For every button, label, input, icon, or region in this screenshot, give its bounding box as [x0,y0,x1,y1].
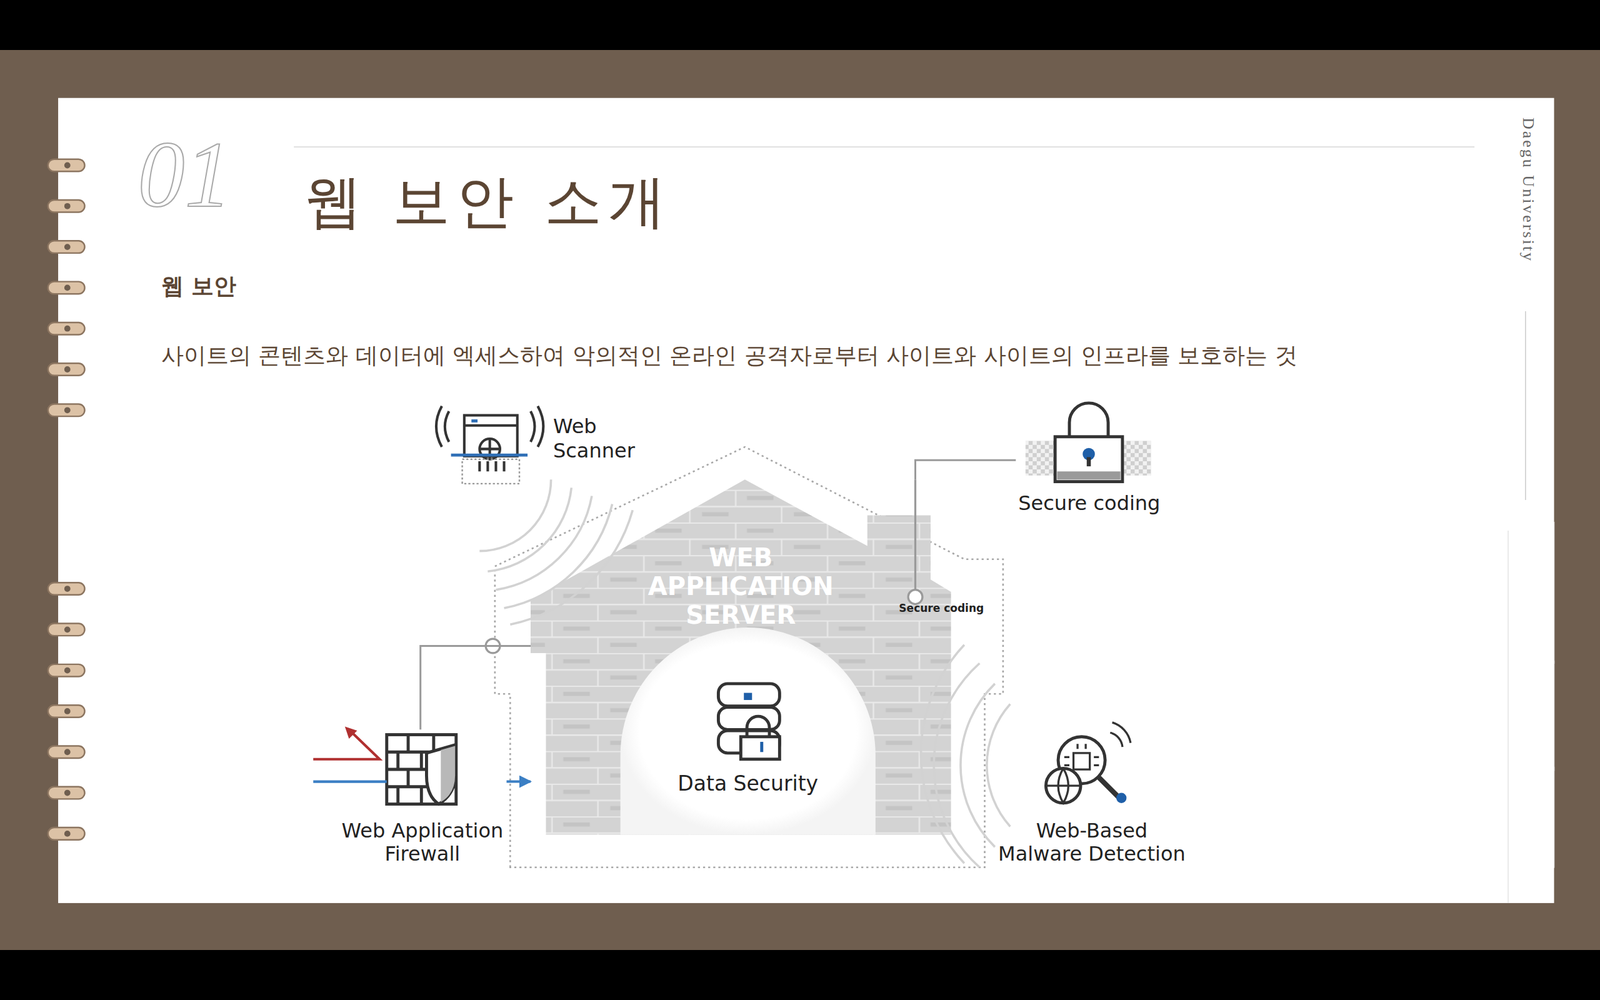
firewall-node: Web Application Firewall [338,729,507,867]
house-node: WEB APPLICATION SERVER Data Security [530,479,952,835]
leader-line [915,460,1017,480]
subheading: 웹 보안 [161,271,237,302]
node-label: Web Application Firewall [340,819,505,866]
node-label: Web-Based Malware Detection [992,819,1192,866]
node-label: WEB APPLICATION SERVER [621,543,860,630]
description: 사이트의 콘텐츠와 데이터에 엑세스하여 악의적인 온라인 공격자로부터 사이트… [161,340,1298,372]
scanner-node: Web Scanner [438,408,640,488]
node-label: Secure coding [1018,491,1160,515]
malware-node: Web-Based Malware Detection [992,719,1192,868]
vertical-caption: Daegu University [1518,117,1538,263]
section-number: 01 [137,120,232,229]
node-label: Data Security [677,771,819,796]
node-label: Web Scanner [553,414,640,464]
slide-title: 웹 보안 소개 [304,163,673,241]
traffic-arrow [506,780,532,784]
leader-line [420,646,531,730]
data-security-circle: Data Security [620,627,876,835]
small-label: Secure coding [898,601,984,615]
secure-coding-node: Secure coding [1015,411,1163,520]
